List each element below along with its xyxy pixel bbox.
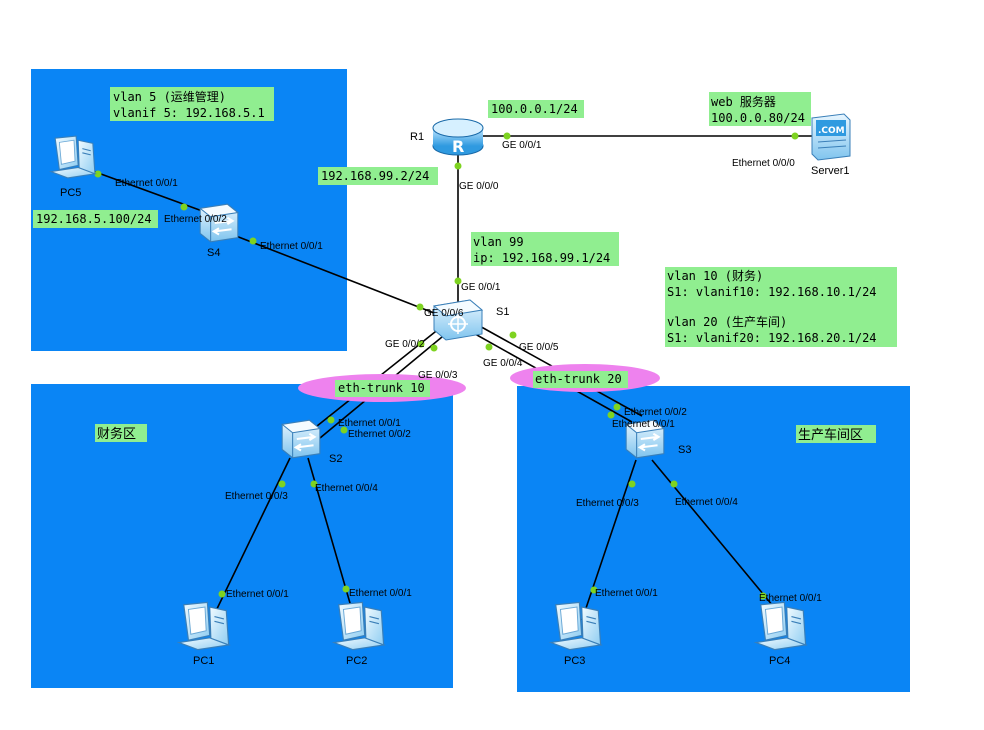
vlan10-note-line2: S1: vlanif10: 192.168.10.1/24 bbox=[667, 285, 877, 299]
r1-lan-ip-box bbox=[318, 167, 438, 185]
port-label: Ethernet 0/0/2 bbox=[348, 429, 411, 440]
vlan5-note-line1: vlan 5 (运维管理) bbox=[113, 89, 226, 104]
s2-label: S2 bbox=[329, 453, 342, 465]
production-zone-title-box bbox=[796, 425, 876, 443]
s3-label: S3 bbox=[678, 444, 691, 456]
port-label: Ethernet 0/0/4 bbox=[315, 483, 378, 494]
pc1-label: PC1 bbox=[193, 655, 214, 667]
port-label: Ethernet 0/0/1 bbox=[226, 589, 289, 600]
vlan20-note-line2: S1: vlanif20: 192.168.20.1/24 bbox=[667, 331, 877, 345]
vlan5-note-box bbox=[110, 87, 274, 121]
port-label: Ethernet 0/0/1 bbox=[338, 418, 401, 429]
link-s3-pc3 bbox=[581, 459, 637, 621]
port-label: Ethernet 0/0/1 bbox=[759, 593, 822, 604]
port-label: GE 0/0/6 bbox=[424, 308, 464, 319]
pc-icon bbox=[755, 601, 807, 651]
r1-wan-ip-box bbox=[488, 100, 584, 118]
switch-icon bbox=[281, 419, 321, 459]
pc2[interactable] bbox=[333, 601, 385, 651]
server-icon: .COM bbox=[818, 126, 845, 136]
finance-zone-title-box bbox=[95, 424, 147, 442]
port-label: Ethernet 0/0/0 bbox=[732, 158, 795, 169]
router-icon: R bbox=[452, 137, 464, 156]
port-label: GE 0/0/1 bbox=[461, 282, 501, 293]
link-s2-pc1 bbox=[213, 457, 291, 616]
production-zone-title: 生产车间区 bbox=[798, 427, 863, 443]
port-label: Ethernet 0/0/1 bbox=[612, 419, 675, 430]
vlan99-note-box bbox=[471, 232, 619, 266]
port-label: Ethernet 0/0/3 bbox=[225, 491, 288, 502]
port-label: GE 0/0/4 bbox=[483, 358, 523, 369]
web-server-note-line2: 100.0.0.80/24 bbox=[711, 111, 805, 125]
port-labels: Ethernet 0/0/1 Ethernet 0/0/2 Ethernet 0… bbox=[115, 140, 822, 604]
pc4[interactable] bbox=[755, 601, 807, 651]
vlan5-note-line2: vlanif 5: 192.168.5.1 bbox=[113, 106, 265, 120]
vlan10-20-note-box bbox=[665, 267, 897, 347]
finance-zone-title: 财务区 bbox=[97, 426, 136, 442]
port-label: GE 0/0/5 bbox=[519, 342, 559, 353]
vlan20-note-line1: vlan 20 (生产车间) bbox=[667, 314, 787, 329]
pc-icon bbox=[333, 601, 385, 651]
web-server-note-box bbox=[709, 92, 811, 126]
link-s4-s1 bbox=[235, 235, 435, 314]
port-label: Ethernet 0/0/1 bbox=[349, 588, 412, 599]
port-label: Ethernet 0/0/1 bbox=[115, 178, 178, 189]
r1-label: R1 bbox=[410, 131, 424, 143]
port-label: GE 0/0/0 bbox=[459, 181, 499, 192]
port-label: Ethernet 0/0/3 bbox=[576, 498, 639, 509]
port-label: GE 0/0/2 bbox=[385, 339, 425, 350]
port-label: Ethernet 0/0/1 bbox=[260, 241, 323, 252]
pc1[interactable] bbox=[178, 601, 230, 651]
port-label: Ethernet 0/0/1 bbox=[595, 588, 658, 599]
port-label: Ethernet 0/0/4 bbox=[675, 497, 738, 508]
pc2-label: PC2 bbox=[346, 655, 367, 667]
vlan99-note-line1: vlan 99 bbox=[473, 235, 524, 249]
s1[interactable] bbox=[432, 299, 484, 341]
eth-trunk-20-label: eth-trunk 20 bbox=[535, 372, 622, 386]
r1-wan-ip-note: 100.0.0.1/24 bbox=[491, 102, 578, 116]
eth-trunk-20-box bbox=[533, 371, 628, 388]
eth-trunk-10-box bbox=[335, 380, 430, 397]
pc3[interactable] bbox=[550, 601, 602, 651]
pc3-label: PC3 bbox=[564, 655, 585, 667]
port-label: GE 0/0/1 bbox=[502, 140, 542, 151]
web-server-note-line1: web 服务器 bbox=[711, 94, 776, 109]
pc5-label: PC5 bbox=[60, 187, 81, 199]
pc-icon bbox=[178, 601, 230, 651]
r1[interactable]: R bbox=[432, 118, 484, 156]
server1-label: Server1 bbox=[811, 165, 850, 177]
server1[interactable]: .COM bbox=[811, 113, 851, 161]
port-label: GE 0/0/3 bbox=[418, 370, 458, 381]
pc5-ip-note-box bbox=[33, 210, 158, 228]
pc-icon bbox=[50, 135, 96, 179]
pc5-ip-note: 192.168.5.100/24 bbox=[36, 212, 152, 226]
pc5[interactable] bbox=[50, 135, 96, 179]
vlan10-note-line1: vlan 10 (财务) bbox=[667, 268, 763, 283]
pc4-label: PC4 bbox=[769, 655, 790, 667]
pc-icon bbox=[550, 601, 602, 651]
s2[interactable] bbox=[281, 419, 321, 459]
s1-label: S1 bbox=[496, 306, 509, 318]
s4-label: S4 bbox=[207, 247, 220, 259]
port-label: Ethernet 0/0/2 bbox=[624, 407, 687, 418]
port-dots bbox=[94, 132, 799, 600]
eth-trunk-10-label: eth-trunk 10 bbox=[338, 381, 425, 395]
port-label: Ethernet 0/0/2 bbox=[164, 214, 227, 225]
vlan99-note-line2: ip: 192.168.99.1/24 bbox=[473, 251, 610, 265]
r1-lan-ip-note: 192.168.99.2/24 bbox=[321, 169, 429, 183]
